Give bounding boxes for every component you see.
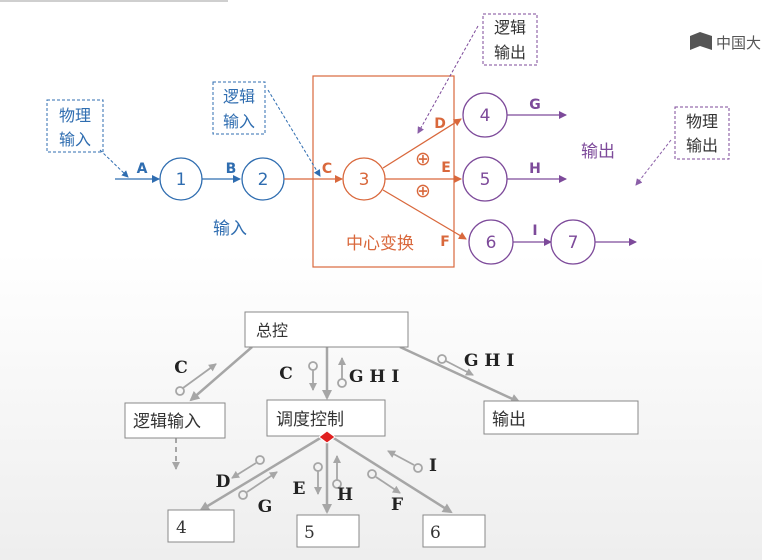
node-5-label: 5 xyxy=(480,170,491,190)
module-dispatch-label: 调度控制 xyxy=(276,410,344,430)
couple-ghi-mid xyxy=(337,357,347,388)
couple-label-d: D xyxy=(216,472,231,492)
center-transform-box xyxy=(312,75,455,268)
physical-output-pointer xyxy=(635,139,672,186)
logical-output-note: 逻辑 输出 xyxy=(417,13,538,134)
flow-f-arrow xyxy=(382,189,467,240)
module-logical-input-label: 逻辑输入 xyxy=(133,412,201,432)
logical-input-pointer xyxy=(267,89,321,177)
couple-f xyxy=(367,469,401,494)
flow-label-g: G xyxy=(529,97,541,113)
physical-input-line2: 输入 xyxy=(59,130,91,149)
module-5-label: 5 xyxy=(304,523,315,543)
module-output-box xyxy=(483,400,639,435)
junction-diamond xyxy=(318,430,336,444)
transform-symbol-bottom: ⊕ xyxy=(415,180,431,202)
couple-g xyxy=(238,471,278,500)
flow-label-e: E xyxy=(441,160,451,176)
couple-label-g: G xyxy=(258,497,273,517)
module-4-label: 4 xyxy=(176,518,187,538)
couple-label-c-mid: C xyxy=(279,364,293,384)
flow-label-d: D xyxy=(434,116,446,132)
module-structure-diagram: 总控 逻辑输入 调度控制 输出 4 5 6 C C G H I G H I D … xyxy=(124,311,639,548)
physical-output-line2: 输出 xyxy=(686,136,718,155)
logical-input-note: 逻辑 输入 xyxy=(212,81,321,177)
couple-d xyxy=(231,455,265,479)
university-logo: 中国大 xyxy=(690,32,761,52)
dispatch-to-6-arrow xyxy=(331,435,453,514)
couple-i xyxy=(387,450,423,473)
root-to-output-arrow xyxy=(399,345,521,404)
couple-label-ghi-right: G H I xyxy=(464,351,514,371)
module-logical-input-box xyxy=(124,402,226,439)
node-2-label: 2 xyxy=(258,170,269,190)
flow-label-b: B xyxy=(226,161,237,177)
module-4-box xyxy=(167,509,235,543)
couple-ghi-right xyxy=(437,354,474,376)
couple-label-c-left: C xyxy=(174,358,188,378)
flow-label-i: I xyxy=(532,223,537,239)
flow-label-f: F xyxy=(440,234,450,250)
physical-input-pointer xyxy=(99,149,129,178)
logical-input-line1: 逻辑 xyxy=(223,87,255,106)
flow-label-c: C xyxy=(322,161,332,177)
book-icon xyxy=(690,32,712,50)
couple-c-left xyxy=(175,363,217,396)
flow-label-h: H xyxy=(529,161,541,177)
logical-output-pointer xyxy=(417,25,479,134)
module-output-label: 输出 xyxy=(492,410,526,430)
logical-output-line1: 逻辑 xyxy=(494,18,526,37)
couple-c-mid xyxy=(308,361,318,391)
module-5-box xyxy=(296,514,360,548)
physical-input-note: 物理 输入 xyxy=(46,99,129,178)
physical-output-note: 物理 输出 xyxy=(635,106,730,186)
couple-label-i: I xyxy=(429,456,437,476)
physical-output-line1: 物理 xyxy=(686,112,718,131)
couple-label-ghi-mid: G H I xyxy=(349,367,399,387)
node-3-label: 3 xyxy=(359,170,370,190)
couple-h xyxy=(332,455,342,489)
module-6-label: 6 xyxy=(430,523,441,543)
physical-input-line1: 物理 xyxy=(59,106,91,125)
couple-e xyxy=(313,462,323,495)
module-6-box xyxy=(422,514,486,548)
module-dispatch-box xyxy=(266,399,386,437)
output-region-label: 输出 xyxy=(581,142,615,162)
logical-output-line2: 输出 xyxy=(494,43,526,62)
root-to-logical-input-arrow xyxy=(189,346,253,402)
flow-label-a: A xyxy=(137,161,148,177)
module-root-label: 总控 xyxy=(256,321,288,340)
node-4-label: 4 xyxy=(480,106,491,126)
node-1-label: 1 xyxy=(176,170,187,190)
logical-input-line2: 输入 xyxy=(223,112,255,131)
center-transform-label: 中心变换 xyxy=(346,234,414,254)
dispatch-to-4-arrow xyxy=(199,435,323,512)
couple-label-e: E xyxy=(293,479,306,499)
node-6-label: 6 xyxy=(486,233,497,253)
transform-symbol-top: ⊕ xyxy=(415,148,431,170)
input-region-label: 输入 xyxy=(213,219,247,239)
flow-d-arrow xyxy=(382,118,462,169)
node-7-label: 7 xyxy=(568,233,579,253)
logo-text: 中国大 xyxy=(716,34,761,52)
couple-label-f: F xyxy=(391,495,403,515)
module-root-box xyxy=(244,311,409,348)
transform-flow-diagram: 物理 输入 逻辑 输入 逻辑 输出 物理 输出 A xyxy=(46,13,730,268)
couple-label-h: H xyxy=(337,485,353,505)
